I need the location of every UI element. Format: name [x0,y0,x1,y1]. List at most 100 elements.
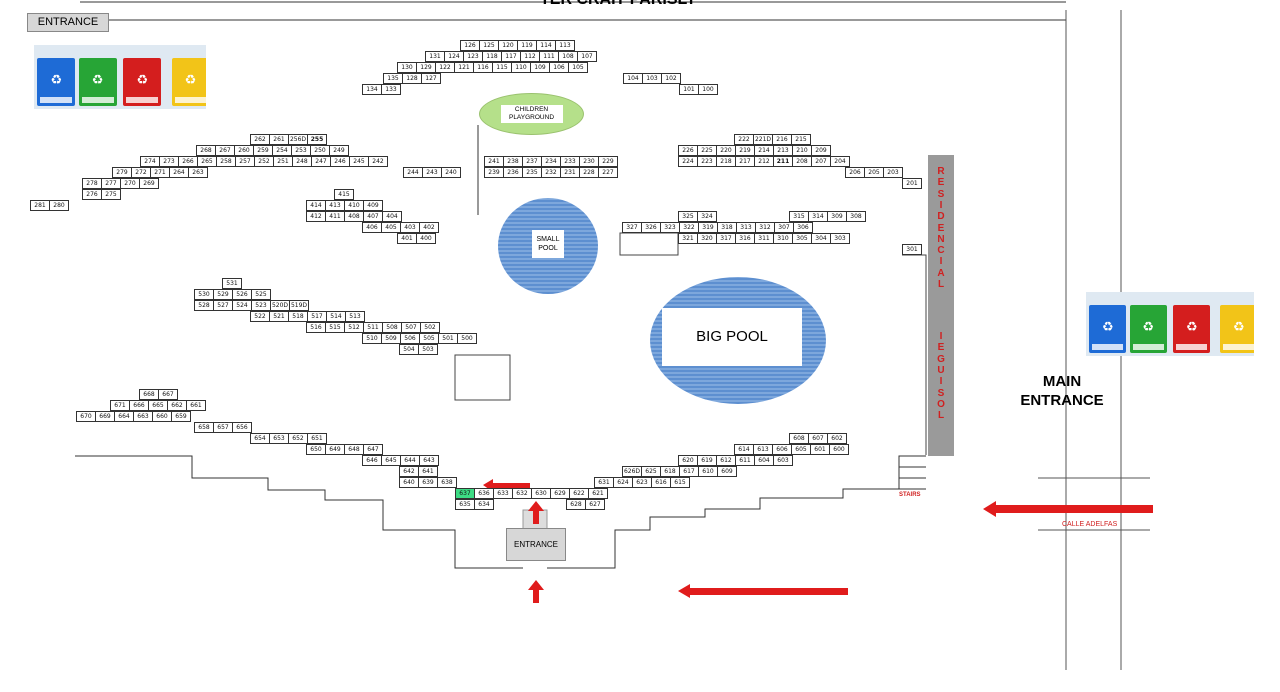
unit-646[interactable]: 646 [362,455,382,466]
unit-101[interactable]: 101 [679,84,699,95]
unit-279[interactable]: 279 [112,167,132,178]
unit-634[interactable]: 634 [474,499,494,510]
unit-124[interactable]: 124 [444,51,464,62]
unit-105[interactable]: 105 [568,62,588,73]
unit-244[interactable]: 244 [403,167,423,178]
unit-242[interactable]: 242 [368,156,388,167]
unit-274[interactable]: 274 [140,156,160,167]
unit-206[interactable]: 206 [845,167,865,178]
unit-663[interactable]: 663 [133,411,153,422]
unit-525[interactable]: 525 [251,289,271,300]
unit-412[interactable]: 412 [306,211,326,222]
unit-131[interactable]: 131 [425,51,445,62]
unit-267[interactable]: 267 [215,145,235,156]
unit-644[interactable]: 644 [400,455,420,466]
unit-125[interactable]: 125 [479,40,499,51]
unit-526[interactable]: 526 [232,289,252,300]
unit-614[interactable]: 614 [734,444,754,455]
unit-318[interactable]: 318 [717,222,737,233]
unit-203[interactable]: 203 [883,167,903,178]
unit-208[interactable]: 208 [792,156,812,167]
unit-404[interactable]: 404 [382,211,402,222]
unit-631[interactable]: 631 [594,477,614,488]
unit-522[interactable]: 522 [250,311,270,322]
unit-264[interactable]: 264 [169,167,189,178]
unit-307[interactable]: 307 [774,222,794,233]
unit-638[interactable]: 638 [437,477,457,488]
unit-215[interactable]: 215 [791,134,811,145]
unit-231[interactable]: 231 [560,167,580,178]
unit-513[interactable]: 513 [345,311,365,322]
unit-281[interactable]: 281 [30,200,50,211]
unit-238[interactable]: 238 [503,156,523,167]
unit-625[interactable]: 625 [641,466,661,477]
unit-133[interactable]: 133 [381,84,401,95]
unit-511[interactable]: 511 [363,322,383,333]
unit-257[interactable]: 257 [235,156,255,167]
unit-212[interactable]: 212 [754,156,774,167]
unit-100[interactable]: 100 [698,84,718,95]
unit-273[interactable]: 273 [159,156,179,167]
unit-217[interactable]: 217 [735,156,755,167]
unit-260[interactable]: 260 [234,145,254,156]
unit-506[interactable]: 506 [400,333,420,344]
unit-113[interactable]: 113 [555,40,575,51]
unit-266[interactable]: 266 [178,156,198,167]
unit-204[interactable]: 204 [830,156,850,167]
unit-306[interactable]: 306 [793,222,813,233]
unit-280[interactable]: 280 [49,200,69,211]
unit-503[interactable]: 503 [418,344,438,355]
unit-501[interactable]: 501 [438,333,458,344]
unit-410[interactable]: 410 [344,200,364,211]
unit-628[interactable]: 628 [566,499,586,510]
unit-515[interactable]: 515 [325,322,345,333]
unit-227[interactable]: 227 [598,167,618,178]
unit-408[interactable]: 408 [344,211,364,222]
unit-301[interactable]: 301 [902,244,922,255]
unit-529[interactable]: 529 [213,289,233,300]
unit-322[interactable]: 322 [679,222,699,233]
unit-601[interactable]: 601 [810,444,830,455]
unit-236[interactable]: 236 [503,167,523,178]
unit-248[interactable]: 248 [292,156,312,167]
unit-114[interactable]: 114 [536,40,556,51]
unit-645[interactable]: 645 [381,455,401,466]
unit-619[interactable]: 619 [697,455,717,466]
unit-530[interactable]: 530 [194,289,214,300]
unit-504[interactable]: 504 [399,344,419,355]
unit-255[interactable]: 255 [307,134,327,145]
unit-633[interactable]: 633 [493,488,513,499]
unit-602[interactable]: 602 [827,433,847,444]
unit-247[interactable]: 247 [311,156,331,167]
unit-609[interactable]: 609 [717,466,737,477]
unit-639[interactable]: 639 [418,477,438,488]
unit-406[interactable]: 406 [362,222,382,233]
entrance-bottom-label[interactable]: ENTRANCE [506,528,566,561]
unit-315[interactable]: 315 [789,211,809,222]
unit-627[interactable]: 627 [585,499,605,510]
unit-512[interactable]: 512 [344,322,364,333]
unit-670[interactable]: 670 [76,411,96,422]
unit-611[interactable]: 611 [735,455,755,466]
unit-251[interactable]: 251 [273,156,293,167]
unit-207[interactable]: 207 [811,156,831,167]
unit-121[interactable]: 121 [454,62,474,73]
unit-134[interactable]: 134 [362,84,382,95]
unit-320[interactable]: 320 [697,233,717,244]
unit-402[interactable]: 402 [419,222,439,233]
unit-414[interactable]: 414 [306,200,326,211]
unit-667[interactable]: 667 [158,389,178,400]
unit-111[interactable]: 111 [539,51,559,62]
unit-226[interactable]: 226 [678,145,698,156]
unit-250[interactable]: 250 [310,145,330,156]
unit-216[interactable]: 216 [772,134,792,145]
unit-106[interactable]: 106 [549,62,569,73]
unit-658[interactable]: 658 [194,422,214,433]
unit-258[interactable]: 258 [216,156,236,167]
unit-271[interactable]: 271 [150,167,170,178]
main-entrance-label[interactable]: MAIN ENTRANCE [1020,373,1104,409]
unit-654[interactable]: 654 [250,433,270,444]
unit-109[interactable]: 109 [530,62,550,73]
unit-313[interactable]: 313 [736,222,756,233]
unit-642[interactable]: 642 [399,466,419,477]
